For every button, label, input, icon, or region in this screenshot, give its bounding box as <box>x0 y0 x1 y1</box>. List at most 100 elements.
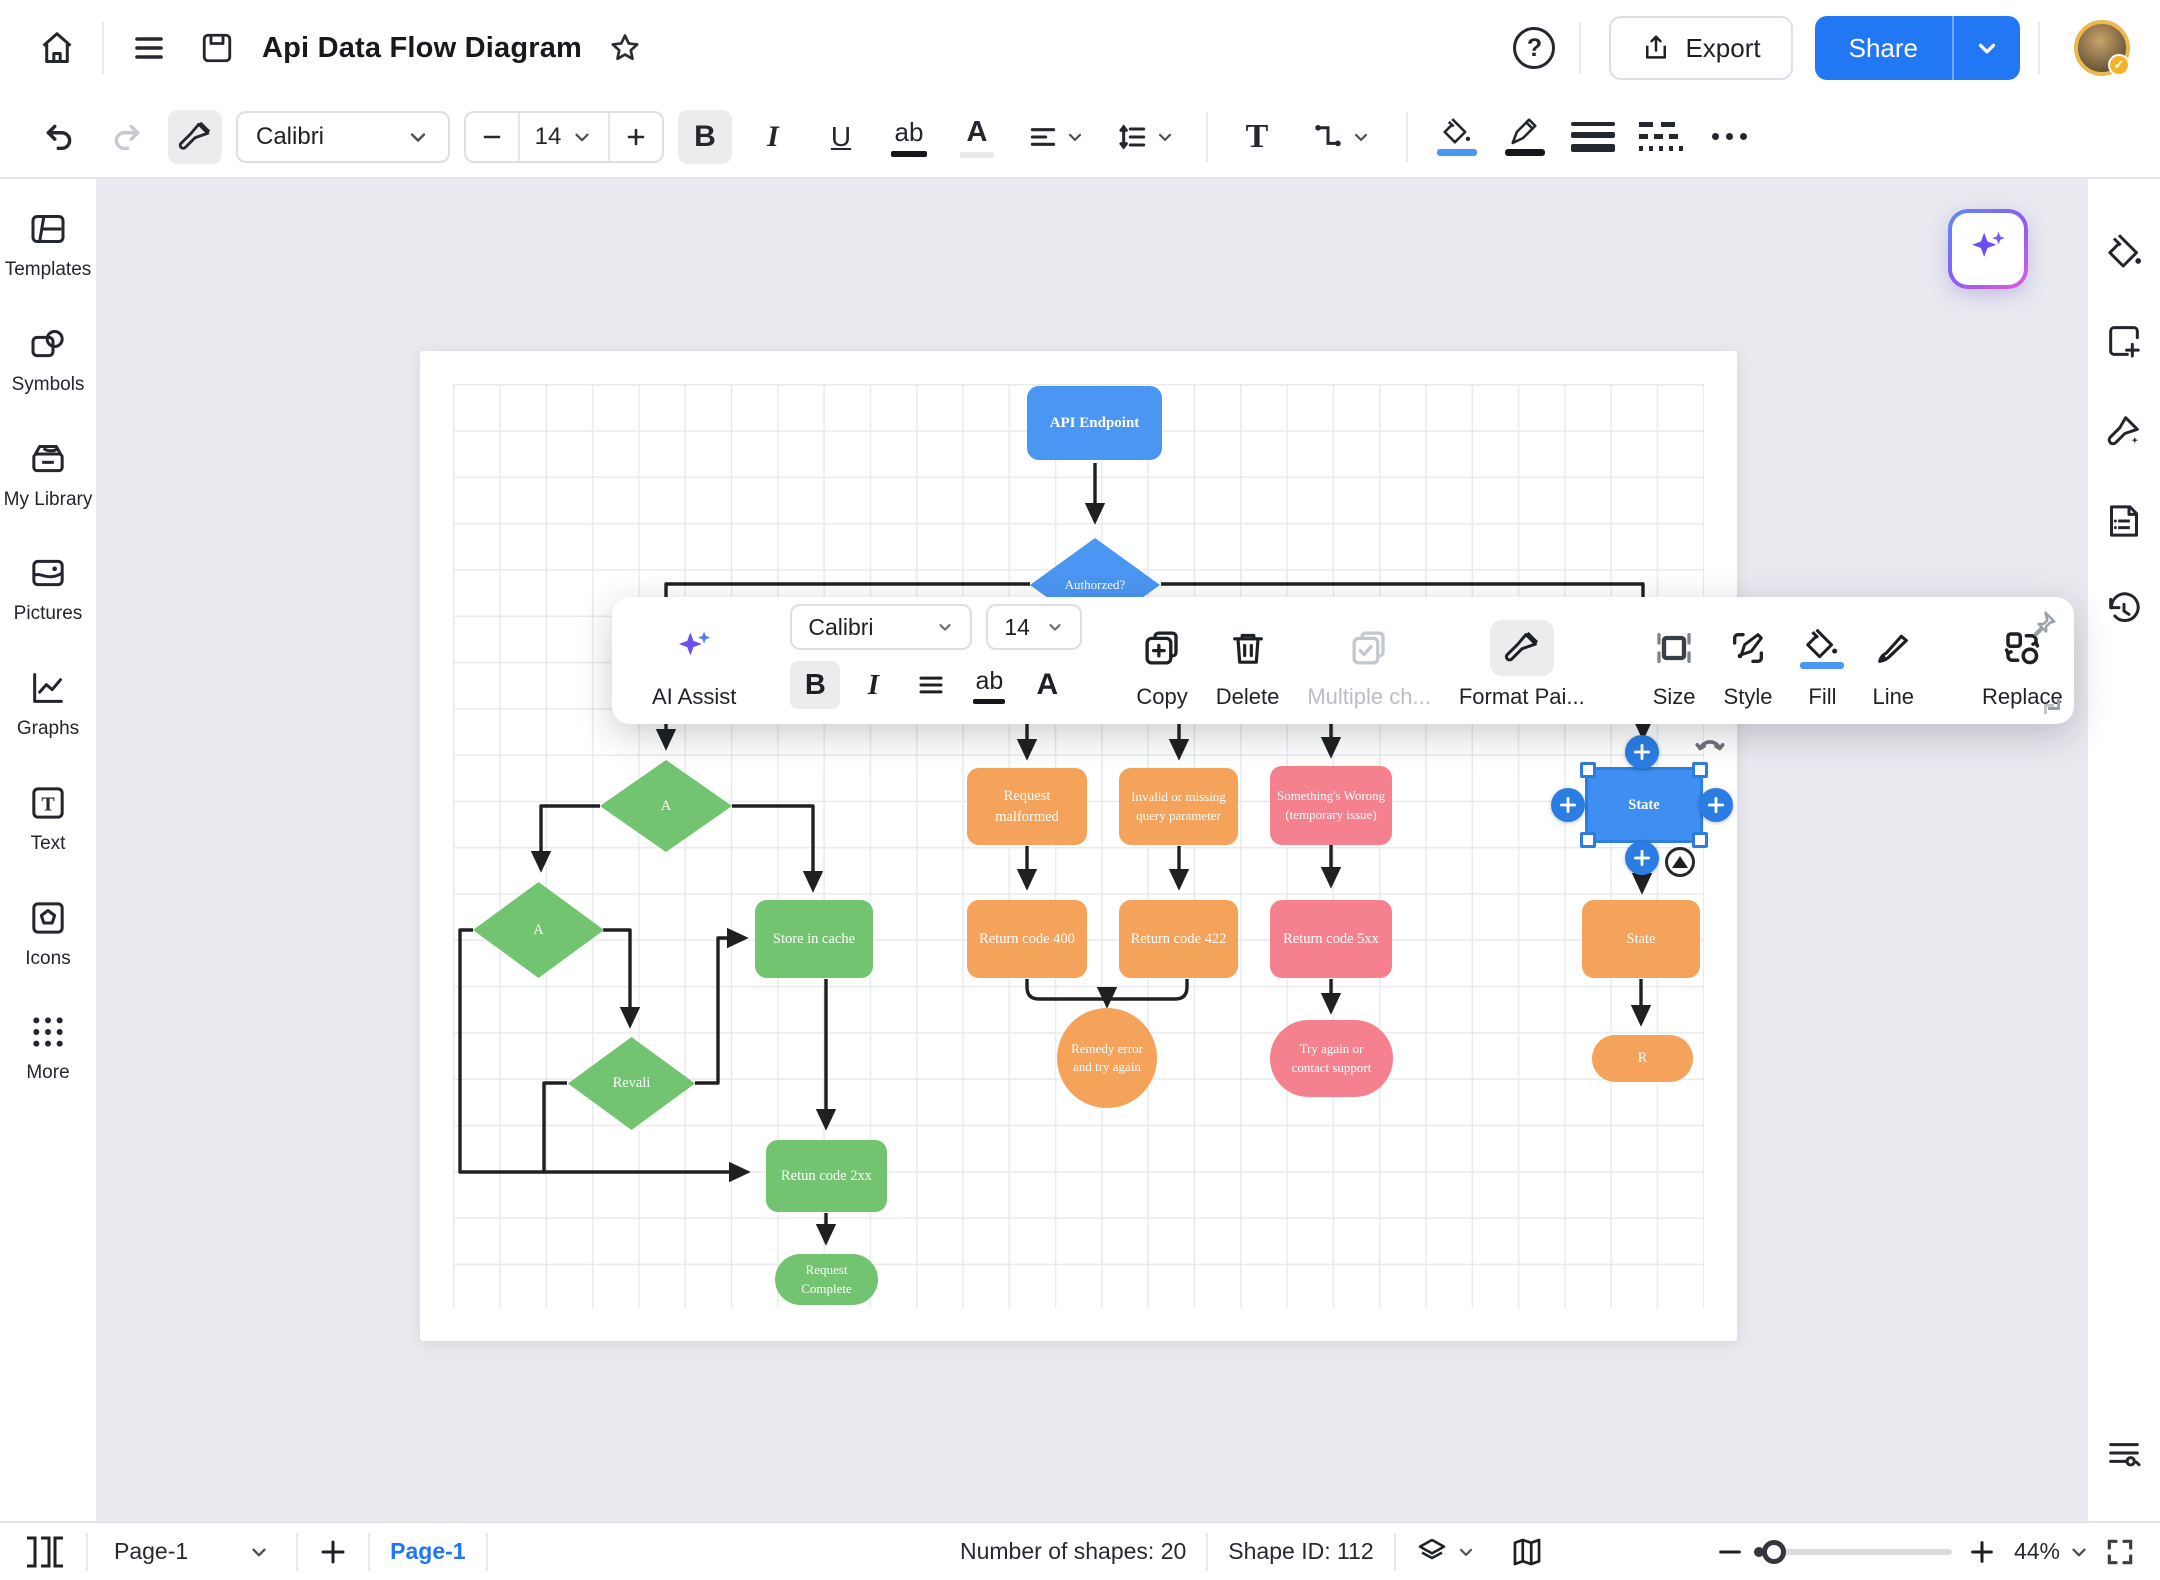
more-tools-button[interactable] <box>1702 110 1756 164</box>
ai-assistant-fab[interactable] <box>1948 209 2028 289</box>
layers-button[interactable] <box>1416 1536 1476 1568</box>
share-button[interactable]: Share <box>1814 16 2020 80</box>
flow-shape-return-400[interactable]: Return code 400 <box>967 900 1087 978</box>
flow-shape-return-5xx[interactable]: Return code 5xx <box>1270 900 1392 978</box>
chevron-down-icon[interactable] <box>2068 1541 2090 1563</box>
flow-shape-invalid-query[interactable]: Invalid or missing query parameter <box>1119 768 1238 845</box>
zoom-out-button[interactable] <box>1716 1538 1744 1566</box>
redo-button[interactable] <box>100 110 154 164</box>
resize-handle-nw[interactable] <box>1580 762 1596 778</box>
flow-shape-return-2xx[interactable]: Retun code 2xx <box>766 1140 887 1212</box>
fill-color-button[interactable] <box>1430 110 1484 164</box>
line-spacing-button[interactable] <box>1108 110 1184 164</box>
undo-button[interactable] <box>32 110 86 164</box>
resize-handle-ne[interactable] <box>1692 762 1708 778</box>
add-shape-top-button[interactable] <box>1625 735 1659 769</box>
font-size-increase-button[interactable] <box>610 113 662 161</box>
flow-shape-somethings-wrong[interactable]: Something's Worong (temporary issue) <box>1270 766 1392 845</box>
context-font-size-select[interactable]: 14 <box>986 604 1083 650</box>
zoom-level[interactable]: 44% <box>2013 1538 2060 1564</box>
share-label[interactable]: Share <box>1848 32 1918 63</box>
zoom-in-button[interactable] <box>1968 1538 1996 1566</box>
collapse-branch-button[interactable] <box>1665 847 1695 877</box>
avatar[interactable]: ✓ <box>2074 20 2130 76</box>
flow-shape-return-422[interactable]: Return code 422 <box>1119 900 1238 978</box>
italic-button[interactable]: I <box>767 119 779 153</box>
flow-shape-request-complete[interactable]: Request Complete <box>775 1254 878 1305</box>
zoom-slider[interactable] <box>1753 1539 1952 1564</box>
context-font-color-button[interactable]: A <box>1036 668 1059 701</box>
resize-handle-se[interactable] <box>1692 832 1708 848</box>
sidebar-item-pictures[interactable]: Pictures <box>2 553 94 626</box>
text-highlight-button[interactable]: ab <box>882 110 936 164</box>
page-select-dropdown[interactable]: Page-1 <box>108 1538 276 1565</box>
sidebar-item-symbols[interactable]: Symbols <box>2 324 94 397</box>
sidebar-item-graphs[interactable]: Graphs <box>2 668 94 741</box>
minimap-button[interactable] <box>1510 1535 1544 1569</box>
text-align-button[interactable] <box>1018 110 1094 164</box>
share-dropdown[interactable] <box>1954 16 2020 80</box>
context-italic-button[interactable]: I <box>867 668 879 701</box>
fullscreen-button[interactable] <box>2104 1536 2136 1568</box>
canvas-settings-button[interactable] <box>2088 1433 2160 1473</box>
sidebar-item-templates[interactable]: Templates <box>2 209 94 282</box>
flow-shape-try-again[interactable]: Try again or contact support <box>1270 1020 1393 1097</box>
sidebar-item-icons[interactable]: Icons <box>2 898 94 971</box>
fill-button[interactable]: Fill <box>1800 620 1845 710</box>
line-button[interactable]: Line <box>1872 620 1914 710</box>
theme-fill-button[interactable] <box>2104 231 2144 271</box>
save-button[interactable] <box>190 21 244 75</box>
bold-button[interactable]: B <box>678 109 732 164</box>
insert-frame-button[interactable] <box>2104 321 2144 361</box>
pages-overview-button[interactable] <box>24 1535 66 1569</box>
sidebar-item-more[interactable]: More <box>2 1012 94 1085</box>
context-bold-button[interactable]: B <box>790 661 841 709</box>
resize-handle-sw[interactable] <box>1580 832 1596 848</box>
font-color-button[interactable]: A <box>950 110 1004 164</box>
pin-toolbar-button[interactable] <box>2028 609 2058 639</box>
flow-shape-api-endpoint[interactable]: API Endpoint <box>1027 386 1162 460</box>
context-font-family-select[interactable]: Calibri <box>790 604 973 650</box>
add-shape-right-button[interactable] <box>1699 788 1733 822</box>
format-painter-button[interactable] <box>168 109 222 164</box>
line-weight-button[interactable] <box>1566 110 1620 164</box>
toolbar-resize-corner[interactable] <box>2044 698 2060 714</box>
connector-tool-button[interactable] <box>1298 110 1384 164</box>
line-style-button[interactable] <box>1634 110 1688 164</box>
font-family-select[interactable]: Calibri <box>236 110 450 163</box>
add-page-button[interactable] <box>318 1537 348 1567</box>
copy-button[interactable]: Copy <box>1136 620 1188 710</box>
flow-shape-state-selected[interactable]: State <box>1585 767 1703 843</box>
multiple-choice-button[interactable]: Multiple ch... <box>1307 620 1431 710</box>
favorite-button[interactable] <box>598 21 652 75</box>
flow-shape-r-pill[interactable]: R <box>1592 1035 1693 1082</box>
add-shape-bottom-button[interactable] <box>1625 841 1659 875</box>
sidebar-item-text[interactable]: T Text <box>2 783 94 856</box>
zoom-slider-thumb[interactable] <box>1761 1539 1786 1564</box>
history-button[interactable] <box>2104 591 2144 631</box>
help-button[interactable]: ? <box>1507 21 1561 75</box>
active-page-tab[interactable]: Page-1 <box>390 1538 466 1564</box>
context-format-painter-button[interactable]: Format Pai... <box>1459 620 1585 710</box>
diagram-canvas[interactable]: API Endpoint Authorzed? A A Revali Store… <box>96 179 2088 1521</box>
delete-button[interactable]: Delete <box>1216 620 1279 710</box>
size-button[interactable]: Size <box>1653 620 1696 710</box>
sidebar-item-my-library[interactable]: My Library <box>2 439 94 512</box>
flow-shape-store-in-cache[interactable]: Store in cache <box>755 900 873 978</box>
context-highlight-button[interactable]: ab <box>964 661 1014 709</box>
flow-shape-request-malformed[interactable]: Request malformed <box>967 768 1087 845</box>
rotate-handle[interactable] <box>1692 735 1728 771</box>
style-brush-button[interactable] <box>2104 411 2144 451</box>
add-shape-left-button[interactable] <box>1551 788 1585 822</box>
notes-panel-button[interactable] <box>2104 501 2144 541</box>
home-button[interactable] <box>30 21 84 75</box>
menu-button[interactable] <box>122 21 176 75</box>
flow-shape-state-orange[interactable]: State <box>1582 900 1700 978</box>
text-tool-button[interactable]: T <box>1245 117 1269 155</box>
page-sheet[interactable] <box>420 351 1737 1341</box>
export-button[interactable]: Export <box>1609 16 1793 80</box>
font-size-decrease-button[interactable] <box>466 113 518 161</box>
flow-shape-remedy[interactable]: Remedy error and try again <box>1057 1008 1157 1108</box>
context-align-button[interactable] <box>906 661 956 709</box>
underline-button[interactable]: U <box>830 120 852 152</box>
